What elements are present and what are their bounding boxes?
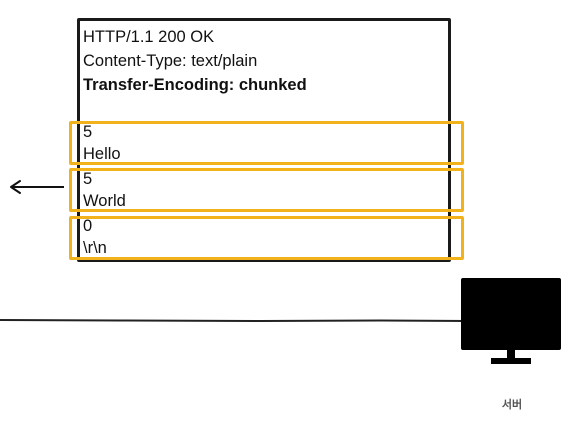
server-label: 서버 [501, 398, 523, 411]
monitor-icon [461, 278, 561, 364]
chunk-box-terminator [69, 216, 464, 260]
chunk-box-world [69, 168, 464, 212]
chunk-data: World [83, 192, 126, 210]
chunk-data: Hello [83, 145, 121, 163]
content-type-header: Content-Type: text/plain [83, 52, 258, 70]
network-line [0, 319, 469, 323]
chunk-size: 5 [83, 123, 93, 141]
http-response-box [77, 18, 451, 262]
chunk-box-hello [69, 121, 464, 165]
transfer-encoding-header: Transfer-Encoding: chunked [83, 76, 307, 94]
chunk-size: 5 [83, 170, 93, 188]
left-arrow-icon [10, 180, 64, 194]
status-line: HTTP/1.1 200 OK [83, 28, 215, 46]
chunk-data: \r\n [83, 239, 107, 257]
chunk-size: 0 [83, 217, 93, 235]
